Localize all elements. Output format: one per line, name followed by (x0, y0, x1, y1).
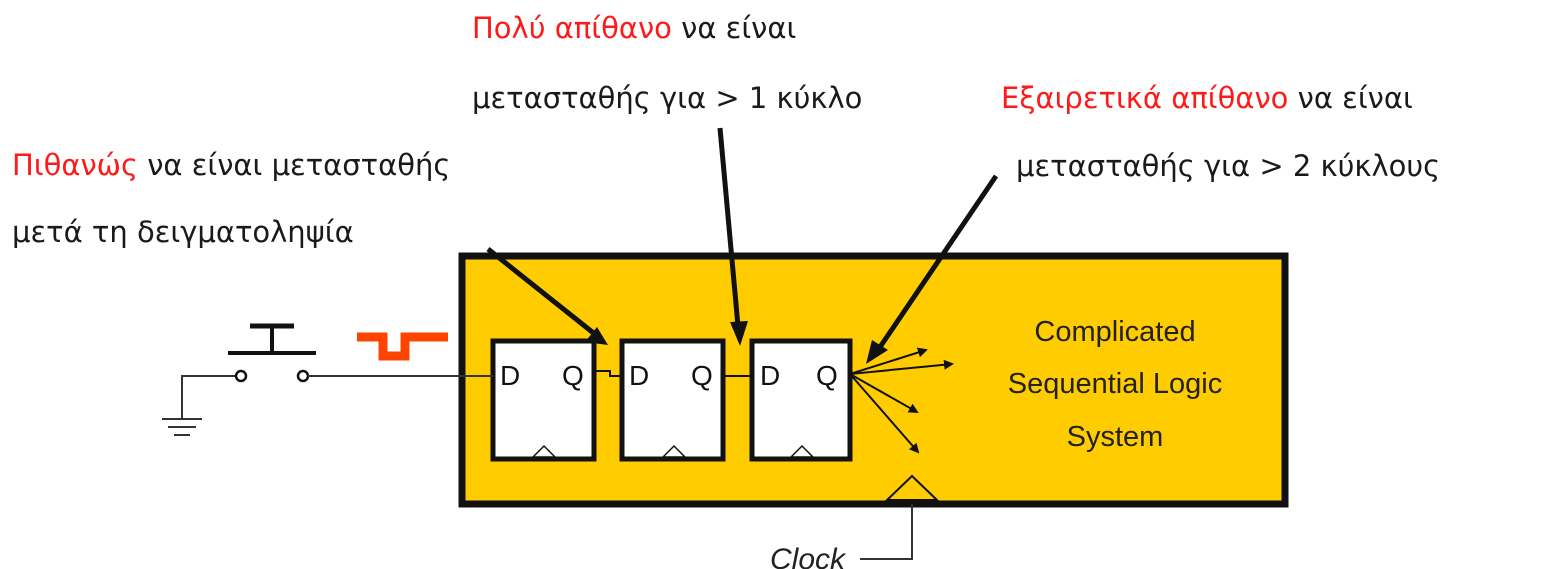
annotation-two-cycles-line1: Εξαιρετικά απίθανο να είναι (1001, 84, 1413, 113)
annotation-two-cycles-line2: μετασταθής για > 2 κύκλους (1016, 149, 1441, 183)
fanout-arrows (849, 347, 954, 454)
annotation-text: να είναι μετασταθής (137, 148, 451, 182)
flipflop-3-q-label: Q (816, 360, 838, 391)
flipflop-3-d-label: D (760, 360, 780, 391)
pointer-arrowhead-ff3 (866, 340, 888, 364)
annotation-one-cycle-line1: Πολύ απίθανο να είναι (472, 14, 796, 43)
system-label-line2: Sequential Logic (1008, 368, 1222, 400)
annotation-text: να είναι (1288, 81, 1413, 115)
pointer-arrow-ff3 (875, 174, 999, 352)
pointer-arrowhead-ff2 (730, 321, 748, 346)
pulse-waveform-icon (357, 332, 448, 361)
flipflop-1-d-label: D (500, 360, 520, 391)
annotation-one-cycle-line2: μετασταθής για > 1 κύκλο (472, 81, 863, 115)
annotation-text: να είναι (671, 11, 797, 45)
flipflop-2 (619, 338, 726, 462)
clock-wire (860, 504, 913, 560)
pointer-arrowhead-ff1 (585, 327, 608, 345)
flipflop-2-clock-triangle (661, 444, 687, 458)
system-clock-input-triangle (884, 474, 940, 501)
sequential-logic-system-block (458, 252, 1289, 508)
annotation-metastable-after-sampling-line2: μετά τη δειγματοληψία (12, 215, 354, 249)
pointer-arrow-ff1 (486, 247, 598, 337)
wire-ff1-to-ff2 (594, 370, 622, 377)
ground-icon (162, 375, 237, 436)
annotation-metastable-after-sampling-line1: Πιθανώς να είναι μετασταθής (12, 151, 450, 180)
annotation-highlight-probably: Πιθανώς (12, 148, 138, 182)
flipflop-1 (490, 338, 597, 462)
pushbutton-switch-icon (228, 323, 316, 383)
annotation-highlight-extremely-unlikely: Εξαιρετικά απίθανο (1001, 81, 1289, 115)
flipflop-1-q-label: Q (562, 360, 584, 391)
annotation-highlight-very-unlikely: Πολύ απίθανο (472, 11, 672, 45)
flipflop-3 (749, 338, 853, 462)
flipflop-3-clock-triangle (789, 444, 815, 458)
flipflop-2-d-label: D (629, 360, 649, 391)
clock-label: Clock (770, 543, 847, 569)
flipflop-2-q-label: Q (691, 360, 713, 391)
flipflop-1-clock-triangle (531, 444, 557, 458)
pointer-arrow-ff2 (717, 127, 741, 327)
system-label-line1: Complicated (1034, 316, 1195, 348)
system-label-line3: System (1067, 421, 1164, 453)
